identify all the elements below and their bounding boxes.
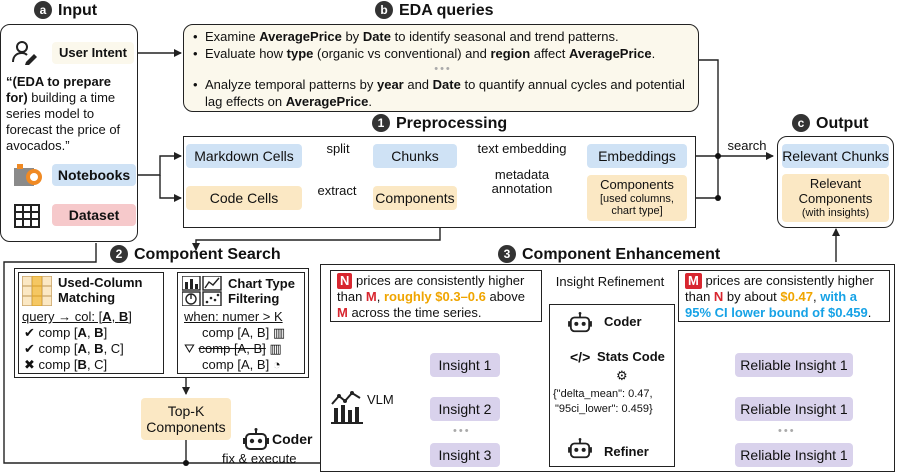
eda-ellipsis: ••• xyxy=(434,63,452,75)
original-insight-text: N prices are consistently higher than M,… xyxy=(330,270,542,322)
components-with-metadata: Components [used columns, chart type] xyxy=(587,175,687,221)
user-intent-label: User Intent xyxy=(52,42,134,64)
grid-table-icon xyxy=(21,275,53,311)
chart-type-title: Chart Type Filtering xyxy=(228,276,295,306)
table-icon xyxy=(14,204,40,233)
user-intent-quote: “(EDA to prepare for) building a time se… xyxy=(6,74,121,153)
coder-robot-icon xyxy=(568,312,592,339)
stats-code-label: Stats Code xyxy=(597,349,665,364)
query-column-line: query → col: [A, B] xyxy=(22,309,132,324)
filter-off-icon: ⛛ xyxy=(184,341,195,356)
insight-3: Insight 3 xyxy=(430,443,500,467)
vlm-chart-icon xyxy=(330,390,364,429)
reliable-insight-1: Reliable Insight 1 xyxy=(735,353,853,377)
column-match-item: ✔ comp [A, B] xyxy=(24,325,108,340)
chart-filter-list: comp [A, B] ▥ ⛛ comp [A, B] ▥ comp [A, B… xyxy=(184,325,285,373)
robot-icon xyxy=(243,428,269,457)
eda-query-2: Evaluate how type (organic vs convention… xyxy=(193,45,693,62)
top-k-components: Top-K Components xyxy=(141,398,231,440)
insight-refinement-label: Insight Refinement xyxy=(555,274,665,289)
check-icon: ✔ xyxy=(24,341,35,356)
components: Components xyxy=(373,186,457,210)
eda-query-1: Examine AveragePrice by Date to identify… xyxy=(193,28,693,45)
check-icon: ✔ xyxy=(24,325,35,340)
cross-icon: ✖ xyxy=(24,357,35,372)
stats-result-json: {"delta_mean": 0.47, "95ci_lower": 0.459… xyxy=(553,388,653,415)
relevant-chunks: Relevant Chunks xyxy=(782,144,889,168)
chart-filter-item: comp [A, B] ◔ xyxy=(202,357,281,372)
reliable-ellipsis: ••• xyxy=(778,425,796,437)
user-edit-icon xyxy=(12,40,38,71)
reliable-insight-3: Reliable Insight 1 xyxy=(735,443,853,467)
refiner-robot-icon xyxy=(568,438,592,465)
reliable-insight-2: Reliable Insight 1 xyxy=(735,397,853,421)
markdown-cells: Markdown Cells xyxy=(186,144,302,168)
split-label: split xyxy=(326,141,350,156)
eda-queries-list: Examine AveragePrice by Date to identify… xyxy=(193,28,693,110)
column-match-item: ✖ comp [B, C] xyxy=(24,357,108,372)
insight-1: Insight 1 xyxy=(430,353,500,377)
refiner-label: Refiner xyxy=(604,444,649,459)
code-cells: Code Cells xyxy=(186,186,302,210)
insight-ellipsis: ••• xyxy=(453,425,471,437)
relevant-components: Relevant Components (with insights) xyxy=(782,174,889,222)
bar-chart-icon: ▥ xyxy=(269,341,282,356)
gear-icon: ⚙ xyxy=(616,368,628,383)
pie-chart-icon: ◔ xyxy=(272,357,281,372)
insight-2: Insight 2 xyxy=(430,397,500,421)
extract-label: extract xyxy=(317,183,357,198)
bar-chart-icon: ▥ xyxy=(272,325,286,340)
vlm-label: VLM xyxy=(367,392,394,407)
embeddings: Embeddings xyxy=(587,144,687,168)
chart-filter-item: ⛛ comp [A, B] ▥ xyxy=(184,341,282,356)
refined-insight-text: M prices are consistently higher than N … xyxy=(678,270,890,322)
code-icon: </> xyxy=(570,349,591,365)
notebook-icon xyxy=(14,164,44,193)
eda-query-3: Analyze temporal patterns by year and Da… xyxy=(193,76,693,110)
text-embedding-label: text embedding xyxy=(477,141,567,156)
column-match-list: ✔ comp [A, B] ✔ comp [A, B, C] ✖ comp [B… xyxy=(24,325,124,373)
coder-step-label: Coder xyxy=(604,314,642,329)
chunks: Chunks xyxy=(373,144,457,168)
chart-filter-item: comp [A, B] ▥ xyxy=(202,325,286,340)
fix-execute-label: fix & execute xyxy=(222,451,297,466)
dataset-label: Dataset xyxy=(52,204,136,226)
refinement-process-box xyxy=(549,304,675,467)
coder-label: Coder xyxy=(272,431,313,447)
notebooks-label: Notebooks xyxy=(52,164,136,186)
column-match-item: ✔ comp [A, B, C] xyxy=(24,341,124,356)
used-column-title: Used-Column Matching xyxy=(58,275,143,305)
search-label: search xyxy=(727,138,767,153)
chart-filter-condition: when: numer > K xyxy=(184,309,283,324)
chart-types-icon xyxy=(181,275,222,311)
chart-type-filtering-box xyxy=(177,272,305,374)
